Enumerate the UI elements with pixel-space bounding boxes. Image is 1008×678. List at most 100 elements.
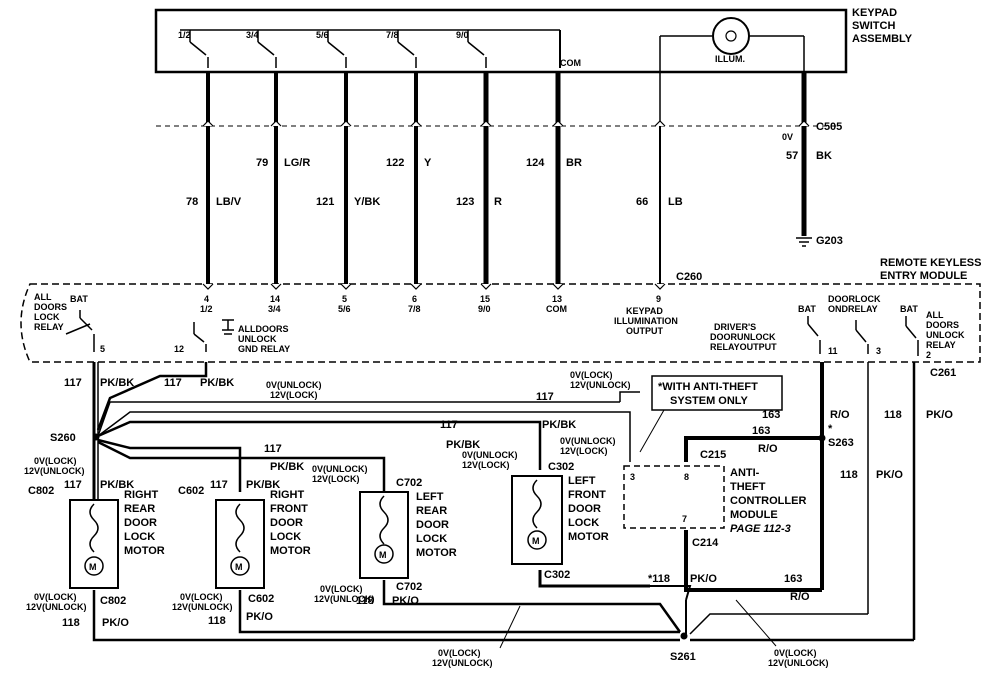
v-unlock12-1: 12V(UNLOCK) [570, 380, 631, 390]
ro-c: R/O [790, 591, 810, 603]
w163-a: 163 [762, 409, 780, 421]
unlock-gnd-relay-3: GND RELAY [238, 344, 290, 354]
lf-label-5: MOTOR [568, 531, 609, 543]
right-front-door-lock-motor: M RIGHT FRONT DOOR LOCK MOTOR [215, 489, 311, 589]
wire-121-color: Y/BK [354, 196, 380, 208]
v-lock-1: 0V(LOCK) [570, 370, 613, 380]
v-lock12-4: 12V(LOCK) [312, 474, 360, 484]
s261-label: S261 [670, 651, 696, 663]
all-doors-lock-relay-2: DOORS [34, 302, 67, 312]
wire-79-number: 79 [256, 157, 268, 169]
rr-label-3: DOOR [124, 517, 157, 529]
w118-lr: 118 [356, 595, 374, 607]
rf-label-3: DOOR [270, 517, 303, 529]
com-label: COM [560, 58, 581, 68]
pin-11-label: 11 [828, 346, 838, 356]
w118-a: 118 [884, 409, 902, 421]
motor-m-rr: M [89, 562, 97, 572]
lr-label-2: REAR [416, 505, 447, 517]
rke-title-1: REMOTE KEYLESS [880, 257, 981, 269]
keypad-illum-1: KEYPAD [626, 306, 663, 316]
lf-label-3: DOOR [568, 503, 601, 515]
c602-bottom: C602 [248, 593, 274, 605]
wire-79-color: LG/R [284, 157, 310, 169]
atc-title-2: THEFT [730, 481, 766, 493]
bat-label-2: BAT [798, 304, 816, 314]
lower-wiring [92, 362, 916, 642]
v-lock-2: 0V(LOCK) [34, 456, 77, 466]
s263-label: S263 [828, 437, 854, 449]
c505-label: C505 [816, 121, 842, 133]
c505-pin-marks [202, 120, 810, 127]
rr-label-5: MOTOR [124, 545, 165, 557]
pin-2-label: 2 [926, 350, 931, 360]
c214-label: C214 [692, 537, 719, 549]
atc-pin-8: 8 [684, 472, 689, 482]
gnd-relay-icon [222, 319, 234, 335]
rf-label-2: FRONT [270, 503, 308, 515]
star118: *118 [648, 573, 670, 585]
w117-e: 117 [264, 443, 282, 455]
pkbk-d: PK/BK [446, 439, 480, 451]
c215-label: C215 [700, 449, 726, 461]
right-rear-door-lock-motor: M RIGHT REAR DOOR LOCK MOTOR [69, 489, 165, 589]
c260-label: C260 [676, 271, 702, 283]
keypad-illum-2: ILLUMINATION [614, 316, 678, 326]
v-unlock-3: 0V(UNLOCK) [462, 450, 518, 460]
all-doors-lock-relay-4: RELAY [34, 322, 64, 332]
atc-pin-7: 7 [682, 514, 687, 524]
left-rear-door-lock-motor: M LEFT REAR DOOR LOCK MOTOR [359, 491, 457, 579]
anti-theft-note: *WITH ANTI-THEFT SYSTEM ONLY [639, 375, 783, 453]
doorlock-relay-1: DOORLOCK [828, 294, 881, 304]
lr-label-4: LOCK [416, 533, 447, 545]
wire-121-number: 121 [316, 196, 334, 208]
g203-label: G203 [816, 235, 843, 247]
v-unlock-4: 0V(UNLOCK) [312, 464, 368, 474]
pin-9: 9 [656, 294, 661, 304]
relay-switch-icon-4 [855, 320, 869, 354]
w117-d: 117 [440, 419, 458, 431]
pin-5-label: 5 [100, 344, 105, 354]
keypad-title-1: KEYPAD [852, 7, 897, 19]
leader-line-1 [499, 605, 521, 649]
c802-bottom: C802 [100, 595, 126, 607]
v-lock12-3: 12V(LOCK) [462, 460, 510, 470]
drivers-relay-1: DRIVER'S [714, 322, 756, 332]
s260-label: S260 [50, 432, 76, 444]
atc-title-1: ANTI- [730, 467, 760, 479]
ro-a: R/O [830, 409, 850, 421]
v-unlock12-5: 12V(UNLOCK) [314, 594, 375, 604]
w118-rf: 118 [208, 615, 226, 627]
relay-switch-icon-5 [905, 316, 919, 356]
pin-13: 13 [552, 294, 562, 304]
atc-title-4: MODULE [730, 509, 778, 521]
rr-label-4: LOCK [124, 531, 155, 543]
lr-label-3: DOOR [416, 519, 449, 531]
rke-title-2: ENTRY MODULE [880, 270, 967, 282]
v-unlock12-6: 12V(UNLOCK) [432, 658, 493, 668]
w117-rf: 117 [210, 479, 228, 491]
pkbk-rf: PK/BK [246, 479, 280, 491]
doorlock-relay-2: ONDRELAY [828, 304, 878, 314]
switch-label-4: 7/8 [386, 30, 399, 40]
w117-b: 117 [164, 377, 182, 389]
wire-66-color: LB [668, 196, 683, 208]
all-doors-unlock-4: RELAY [926, 340, 956, 350]
motor-m-lf: M [532, 536, 540, 546]
switch-label-2: 3/4 [246, 30, 259, 40]
v-lock12-1: 12V(LOCK) [270, 390, 318, 400]
rf-label-4: LOCK [270, 531, 301, 543]
motor-m-lr: M [379, 550, 387, 560]
pin-15: 15 [480, 294, 490, 304]
switch-label-3: 5/6 [316, 30, 329, 40]
all-doors-unlock-2: DOORS [926, 320, 959, 330]
note-line-1: *WITH ANTI-THEFT [658, 381, 758, 393]
w118-b: 118 [840, 469, 858, 481]
s263-star: * [828, 423, 833, 435]
rf-label-1: RIGHT [270, 489, 305, 501]
keypad-illum-3: OUTPUT [626, 326, 664, 336]
c260-pin-marks [202, 283, 666, 290]
wire-66-number: 66 [636, 196, 648, 208]
v-unlock12-7: 12V(UNLOCK) [768, 658, 829, 668]
